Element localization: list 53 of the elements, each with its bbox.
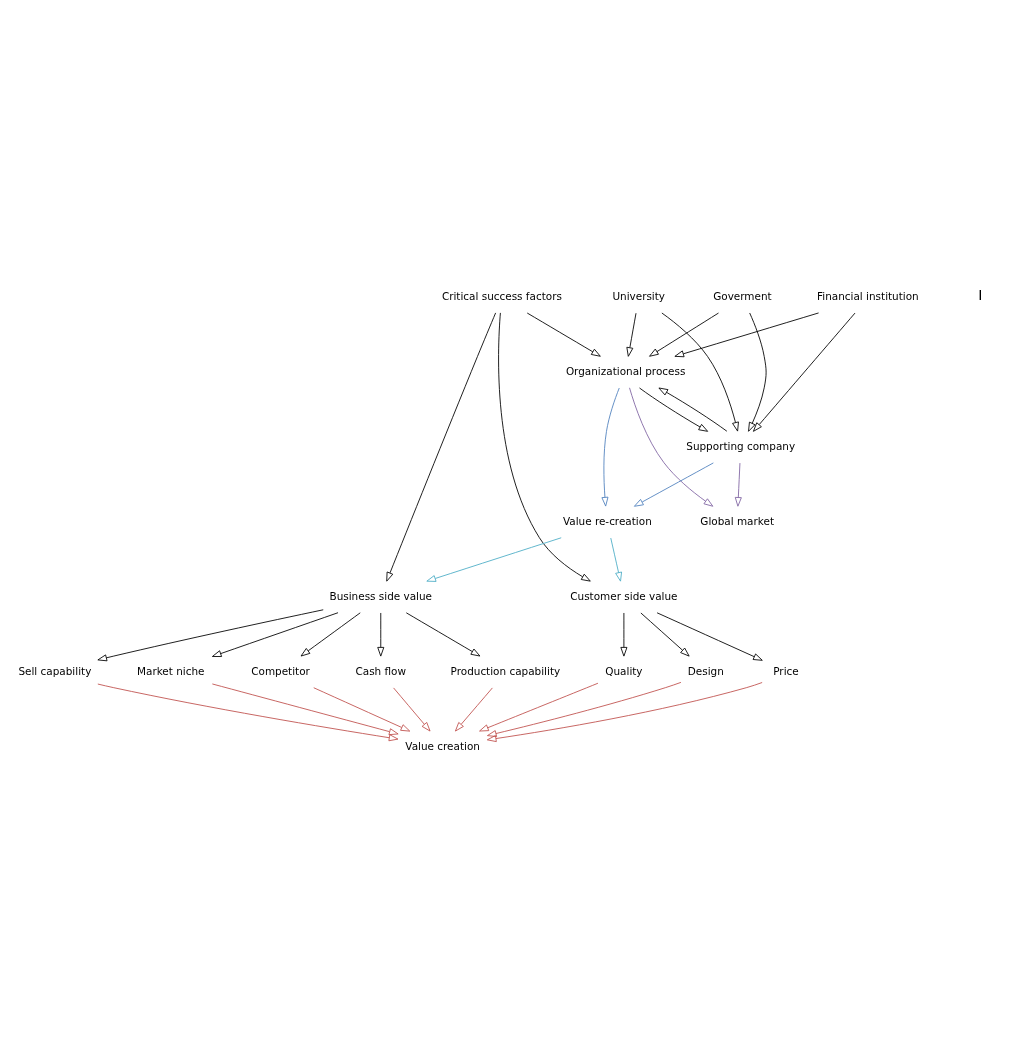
arrow: [377, 612, 385, 657]
node-text: Competitor: [251, 664, 310, 677]
arrow: [626, 312, 637, 357]
arrow: [454, 687, 493, 732]
node-text: Financial institution: [817, 289, 919, 302]
arrow: [752, 312, 856, 432]
node-text: Supporting company: [686, 439, 796, 452]
arrow: [649, 312, 719, 357]
node-text: Value creation: [405, 739, 480, 752]
node-text: Production capability: [450, 664, 561, 677]
arrow: [640, 612, 690, 657]
node-text: Goverment: [713, 289, 772, 302]
arrow: [386, 312, 497, 582]
arrow: [658, 387, 728, 432]
arrow: [486, 682, 763, 742]
node-text: Critical success factors: [441, 289, 562, 302]
arrow: [620, 612, 628, 657]
arrow: [426, 537, 562, 582]
arrow: [639, 387, 709, 432]
arrow: [211, 612, 339, 657]
node-text: Quality: [605, 664, 643, 677]
arrow: [97, 609, 324, 662]
node-text: Customer side value: [570, 589, 678, 602]
arrow: [734, 462, 742, 507]
arrow: [601, 387, 620, 507]
arrow: [487, 681, 682, 737]
arrow: [610, 537, 622, 582]
arrow: [748, 312, 767, 432]
arrow: [656, 612, 763, 661]
arrow: [313, 687, 411, 732]
node-text: Organizational process: [565, 364, 686, 377]
node-text: Global market: [700, 514, 775, 527]
arrow: [393, 687, 431, 732]
label: I: [978, 287, 983, 304]
node-text: Market niche: [137, 664, 205, 677]
arrow: [629, 387, 714, 507]
arrow: [211, 683, 399, 736]
node-text: Design: [687, 664, 724, 677]
arrow: [661, 312, 739, 432]
arrow: [498, 312, 591, 582]
arrow: [479, 682, 599, 732]
node-text: Sell capability: [18, 664, 92, 677]
node-text: Price: [773, 664, 799, 677]
arrow: [300, 612, 361, 657]
node-text: Business side value: [329, 589, 433, 602]
node-text: Cash flow: [355, 664, 407, 677]
arrow: [674, 312, 820, 358]
arrow: [526, 312, 601, 357]
node-text: University: [612, 289, 666, 302]
node-text: Value re-creation: [562, 514, 652, 527]
arrow: [633, 462, 714, 507]
arrow: [97, 683, 399, 742]
arrow: [405, 612, 481, 657]
